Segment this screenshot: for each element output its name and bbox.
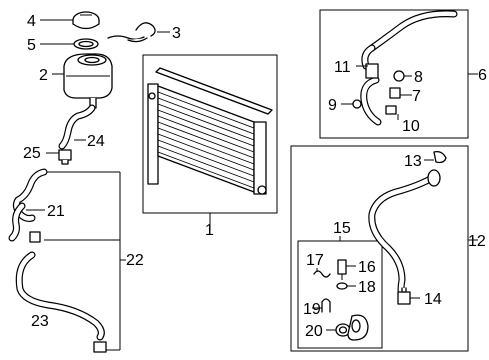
callout-2: 2 [39, 67, 48, 84]
callout-5: 5 [27, 37, 36, 54]
hose-clip-25 [58, 149, 72, 165]
cap-gasket [73, 38, 99, 50]
callout-3: 3 [172, 25, 181, 42]
clip-10 [385, 105, 397, 115]
callout-6: 6 [478, 67, 487, 84]
callout-16: 16 [358, 259, 376, 276]
clamp-13 [433, 150, 447, 164]
upper-hose [361, 10, 458, 70]
callout-20: 20 [305, 323, 323, 340]
callout-19: 19 [303, 301, 321, 318]
callout-7: 7 [412, 88, 421, 105]
callout-15: 15 [333, 220, 351, 237]
callout-13: 13 [404, 153, 422, 170]
o-ring-9 [352, 99, 362, 109]
callout-9: 9 [328, 97, 337, 114]
tank-hose [58, 104, 96, 150]
callout-23: 23 [31, 313, 49, 330]
callout-25: 25 [23, 145, 41, 162]
callout-22: 22 [126, 252, 144, 269]
callout-4: 4 [27, 13, 36, 30]
callout-8: 8 [414, 69, 423, 86]
lower-hose [368, 169, 441, 302]
callout-18: 18 [358, 279, 376, 296]
expansion-tank [63, 53, 113, 109]
callout-14: 14 [424, 291, 442, 308]
clamp-14 [397, 287, 411, 305]
clip-19 [321, 298, 331, 313]
bypass-hose [8, 168, 48, 243]
upper-hose-fitting [360, 63, 382, 126]
callout-24: 24 [87, 133, 105, 150]
seal-18 [336, 282, 348, 290]
lower-hose-box [290, 145, 469, 352]
leader-22 [44, 171, 126, 351]
bleeder-7 [389, 87, 401, 99]
sensor-plug-8 [393, 70, 405, 82]
callout-12: 12 [468, 233, 486, 250]
radiator [147, 67, 273, 195]
callout-10: 10 [402, 118, 420, 135]
long-hose [15, 251, 107, 353]
callout-17: 17 [306, 252, 324, 269]
hose-clamp [107, 22, 156, 43]
callout-1: 1 [205, 222, 214, 239]
hose-flange [347, 314, 369, 341]
reservoir-cap [72, 11, 100, 30]
clip-17 [313, 270, 331, 278]
temp-sensor-16 [337, 259, 347, 280]
callout-11: 11 [334, 59, 351, 76]
callout-21: 21 [47, 203, 65, 220]
